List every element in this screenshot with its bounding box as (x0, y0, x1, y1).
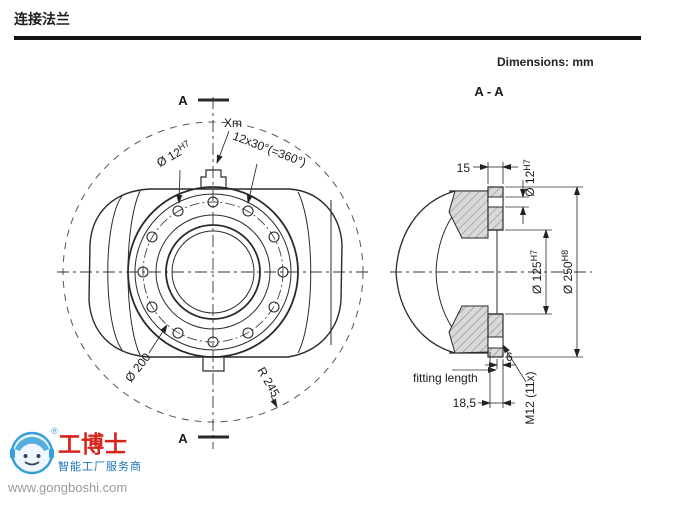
leader-radius (270, 395, 278, 408)
bottom-boss (202, 357, 225, 372)
leader-xm (216, 130, 230, 164)
front-view-leaders (148, 130, 278, 408)
section-dimensions (452, 162, 583, 408)
housing-contour-line (107, 195, 123, 351)
label-bolt-circle-dia: Ø 200 (122, 350, 153, 385)
leader-hole-pattern (246, 163, 258, 204)
dim-hole-dia-base: Ø 12 (523, 170, 537, 196)
hatched-housing-top (448, 190, 489, 239)
dim-flange-dia-base: Ø 250 (561, 261, 575, 294)
watermark-logo-row: ® 工博士 智能工厂服务商 (8, 426, 178, 476)
leader-hole-dia (176, 169, 183, 204)
dimensions-note: Dimensions: mm (497, 55, 594, 69)
dim-hole-dia-sup: H7 (522, 159, 532, 171)
dim-fitting-depth: 6 (506, 350, 513, 364)
page-title: 连接法兰 (14, 11, 70, 27)
label-thread: M12 (11x) (523, 371, 537, 424)
logo-wrap: ® (8, 426, 58, 476)
section-view-title: A - A (474, 84, 504, 99)
front-view (57, 97, 372, 449)
watermark-text: 工博士 智能工厂服务商 (58, 428, 142, 474)
dim-centering-dia-sup: H7 (529, 250, 539, 262)
brand-slogan: 智能工厂服务商 (58, 461, 142, 474)
dim-centering-dia: Ø 125H7 (529, 250, 544, 294)
section-marker-top: A (178, 93, 188, 108)
front-view-labels: A A Xm 12x30°(=360°) Ø 12H7 Ø 200 R 245 (122, 93, 308, 446)
gongboshi-logo-icon (10, 431, 54, 475)
housing-outline (88, 188, 343, 358)
dim-flange-thickness: 15 (457, 161, 471, 175)
dim-hole-dia: Ø 12H7 (522, 159, 537, 197)
label-radius: R 245 (254, 365, 282, 400)
bolt-holes (137, 196, 289, 348)
dowel-hole-section (487, 196, 504, 208)
label-hole-dia: Ø 12H7 (154, 138, 194, 170)
thread-hole-section (487, 336, 504, 349)
label-xm: Xm (224, 116, 242, 130)
hatched-housing-bottom (448, 305, 489, 354)
dim-flange-dia-sup: H8 (560, 250, 570, 262)
dim-flange-dia: Ø 250H8 (560, 250, 575, 294)
leader-bolt-circle (148, 324, 168, 354)
registered-mark: ® (51, 426, 58, 436)
brand-name: 工博士 (58, 431, 127, 457)
top-boss (200, 169, 227, 189)
section-view (390, 186, 592, 358)
section-marker-bottom: A (178, 431, 188, 446)
watermark: ® 工博士 智能工厂服务商 www.gongboshi.com (8, 426, 178, 495)
label-fitting-length: fitting length (413, 371, 478, 385)
section-view-labels: A - A 15 Ø 12H7 Ø 125H7 Ø 250H8 6 fittin… (413, 84, 575, 425)
label-hole-dia-sup: H7 (176, 138, 191, 152)
label-hole-pattern: 12x30°(=360°) (231, 129, 308, 170)
title-rule (14, 36, 641, 40)
dim-centering-dia-base: Ø 125 (530, 261, 544, 294)
flange-plate-top (487, 186, 504, 231)
flange-plate-bottom (487, 313, 504, 358)
brand-url: www.gongboshi.com (8, 480, 128, 495)
housing-contour-line (297, 191, 312, 354)
dim-thread-depth: 18,5 (453, 396, 477, 410)
